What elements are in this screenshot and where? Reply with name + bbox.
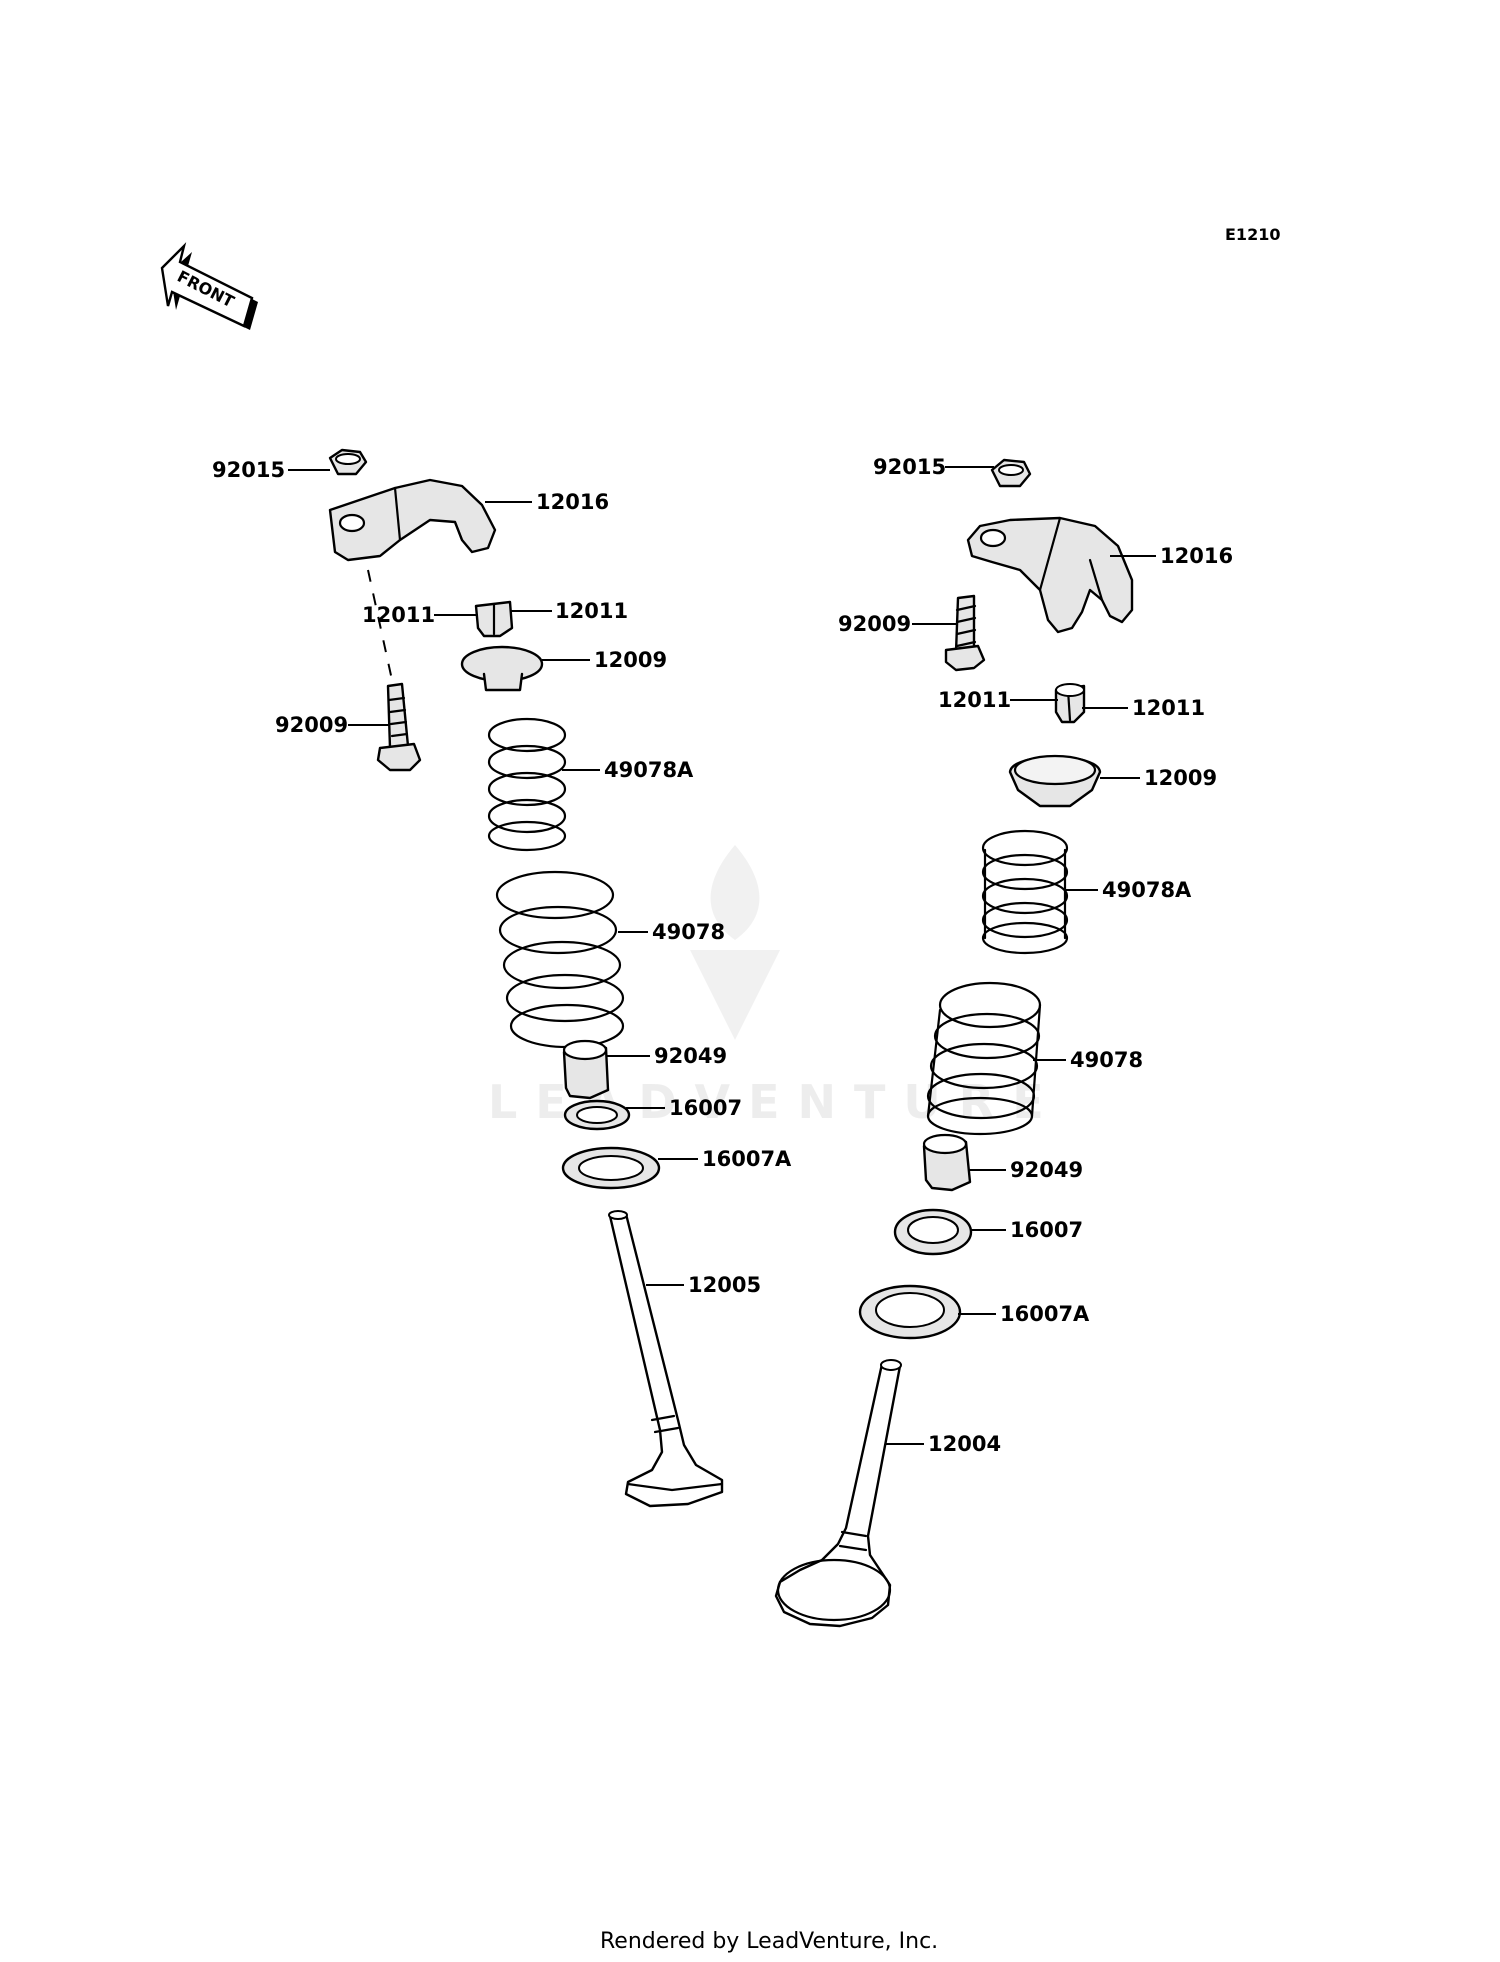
- left-alignment-line: [367, 569, 393, 681]
- label-left-49078: 49078: [652, 920, 725, 944]
- label-right-12004: 12004: [928, 1432, 1001, 1456]
- label-right-12009: 12009: [1144, 766, 1217, 790]
- right-inner-spring-49078A: [981, 829, 1069, 955]
- leader-lines: [288, 466, 1156, 1445]
- label-right-12011-a: 12011: [938, 688, 1011, 712]
- label-left-12011-b: 12011: [555, 599, 628, 623]
- right-washer-16007A: [858, 1284, 962, 1340]
- right-rocker-arm-12016: [966, 516, 1134, 634]
- label-right-49078A: 49078A: [1102, 878, 1192, 902]
- right-nut-92015: [990, 458, 1032, 488]
- left-exhaust-valve-12005: [608, 1210, 724, 1508]
- label-left-12011-a: 12011: [362, 603, 435, 627]
- left-valve-seal-92049: [562, 1039, 610, 1100]
- label-right-16007A: 16007A: [1000, 1302, 1090, 1326]
- label-right-16007: 16007: [1010, 1218, 1083, 1242]
- label-left-12016: 12016: [536, 490, 609, 514]
- label-left-12005: 12005: [688, 1273, 761, 1297]
- label-right-92049: 92049: [1010, 1158, 1083, 1182]
- label-left-92015: 92015: [212, 458, 285, 482]
- left-retainer-12009: [460, 645, 544, 692]
- footer-credit: Rendered by LeadVenture, Inc.: [600, 1929, 938, 1954]
- right-washer-16007: [893, 1208, 973, 1256]
- right-valve-seal-92049: [922, 1133, 972, 1192]
- label-left-92009: 92009: [275, 713, 348, 737]
- part-labels: 92015 12016 12011 12011 12009 92009 4907…: [212, 455, 1233, 1456]
- label-left-49078A: 49078A: [604, 758, 694, 782]
- label-right-12016: 12016: [1160, 544, 1233, 568]
- label-right-92009: 92009: [838, 612, 911, 636]
- right-intake-valve-12004: [774, 1359, 902, 1628]
- label-right-12011-b: 12011: [1132, 696, 1205, 720]
- left-inner-spring-49078A: [487, 717, 567, 852]
- left-collet-12011: [474, 600, 514, 638]
- right-collet-12011: [1054, 683, 1086, 724]
- left-rocker-arm-12016: [328, 478, 497, 562]
- left-nut-92015: [328, 448, 368, 476]
- front-arrow-icon: FRONT: [160, 242, 258, 330]
- right-bolt-92009: [944, 594, 986, 672]
- left-washer-16007A: [561, 1146, 661, 1190]
- label-left-16007A: 16007A: [702, 1147, 792, 1171]
- left-outer-spring-49078: [495, 870, 625, 1049]
- left-washer-16007: [563, 1099, 631, 1131]
- diagram-code: E1210: [1225, 225, 1280, 244]
- label-left-92049: 92049: [654, 1044, 727, 1068]
- label-left-12009: 12009: [594, 648, 667, 672]
- left-bolt-92009: [376, 682, 422, 772]
- right-retainer-12009: [1008, 754, 1102, 808]
- label-right-49078: 49078: [1070, 1048, 1143, 1072]
- label-left-16007: 16007: [669, 1096, 742, 1120]
- label-right-92015: 92015: [873, 455, 946, 479]
